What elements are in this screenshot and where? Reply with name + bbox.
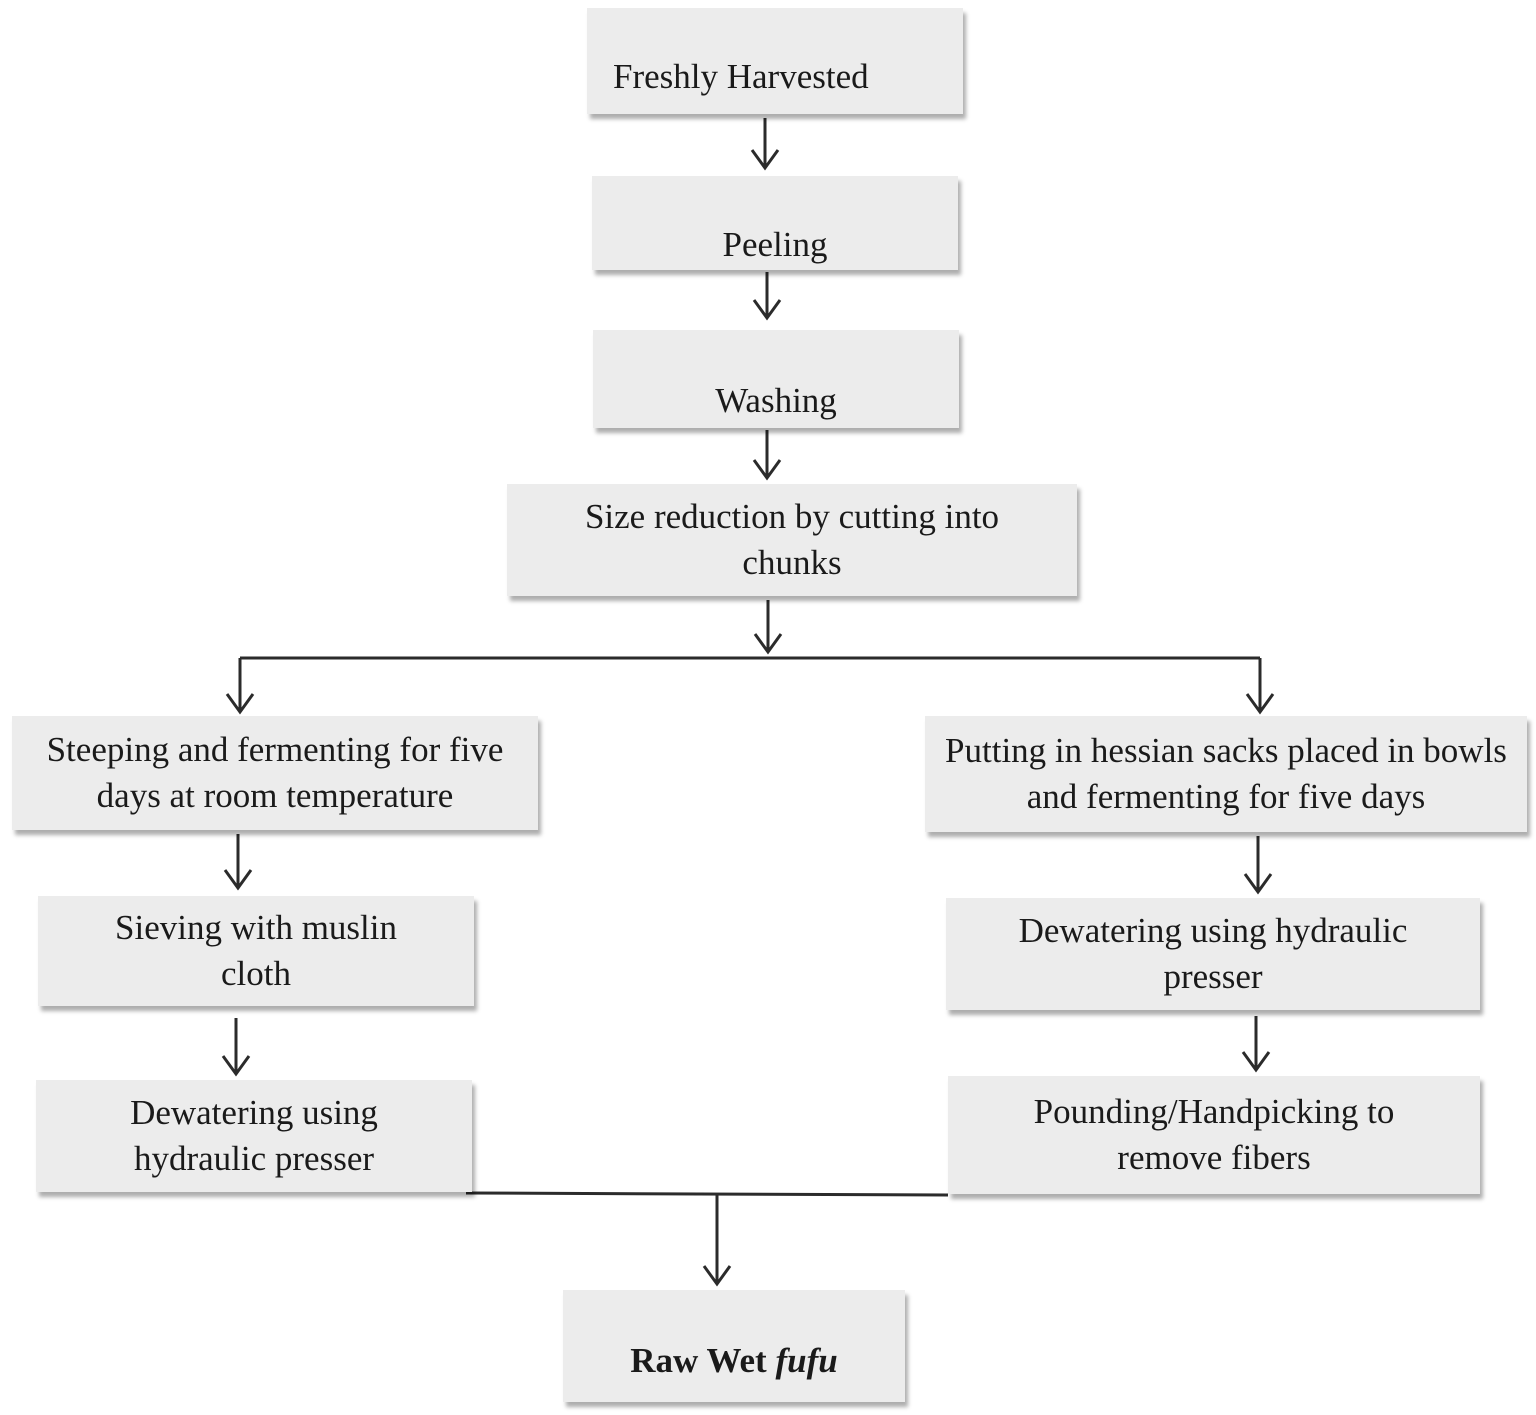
- step-washing: Washing: [593, 330, 959, 428]
- step-peeling-label: Peeling: [722, 225, 828, 264]
- step-dewatering-right: Dewatering using hydraulic presser: [946, 898, 1480, 1010]
- arrow-dewatering-right-to-pounding: [1241, 1016, 1271, 1073]
- step-size-reduction: Size reduction by cutting into chunks: [507, 484, 1077, 596]
- arrow-split-to-hessian: [1245, 658, 1275, 715]
- step-peeling: Peeling: [592, 176, 958, 270]
- step-freshly-harvested: Freshly Harvested: [587, 8, 963, 114]
- step-dewatering-right-label: Dewatering using hydraulic presser: [1018, 911, 1408, 996]
- step-size-reduction-label: Size reduction by cutting into chunks: [584, 497, 1000, 582]
- step-sieving: Sieving with muslin cloth: [38, 896, 474, 1006]
- step-dewatering-left: Dewatering using hydraulic presser: [36, 1080, 472, 1192]
- final-italic: fufu: [775, 1341, 838, 1380]
- arrow-split-to-steeping: [225, 658, 255, 715]
- step-washing-label: Washing: [715, 381, 837, 420]
- arrow-washing-to-size-reduction: [752, 430, 782, 481]
- final-prefix: Raw Wet: [630, 1341, 776, 1380]
- arrow-hessian-to-dewatering-right: [1243, 836, 1273, 895]
- merge-line: [465, 1191, 949, 1197]
- step-pounding-label: Pounding/Handpicking to remove fibers: [1033, 1092, 1395, 1177]
- arrow-steeping-to-sieving: [223, 834, 253, 891]
- arrow-size-reduction-to-split: [753, 600, 783, 655]
- step-pounding: Pounding/Handpicking to remove fibers: [948, 1076, 1480, 1194]
- step-dewatering-left-label: Dewatering using hydraulic presser: [130, 1093, 378, 1178]
- step-hessian-sacks: Putting in hessian sacks placed in bowls…: [925, 716, 1527, 832]
- step-sieving-label: Sieving with muslin cloth: [115, 908, 397, 993]
- arrow-harvested-to-peeling: [750, 118, 780, 171]
- arrow-peeling-to-washing: [752, 272, 782, 321]
- step-hessian-sacks-label: Putting in hessian sacks placed in bowls…: [945, 731, 1507, 816]
- step-steeping-label: Steeping and fermenting for five days at…: [46, 730, 504, 815]
- step-raw-wet-fufu: Raw Wet fufu: [563, 1290, 905, 1402]
- step-raw-wet-fufu-label: Raw Wet fufu: [630, 1338, 837, 1384]
- arrow-sieving-to-dewatering-left: [221, 1018, 251, 1077]
- step-freshly-harvested-label: Freshly Harvested: [613, 57, 869, 96]
- step-steeping: Steeping and fermenting for five days at…: [12, 716, 538, 830]
- arrow-merge-to-final: [702, 1194, 732, 1287]
